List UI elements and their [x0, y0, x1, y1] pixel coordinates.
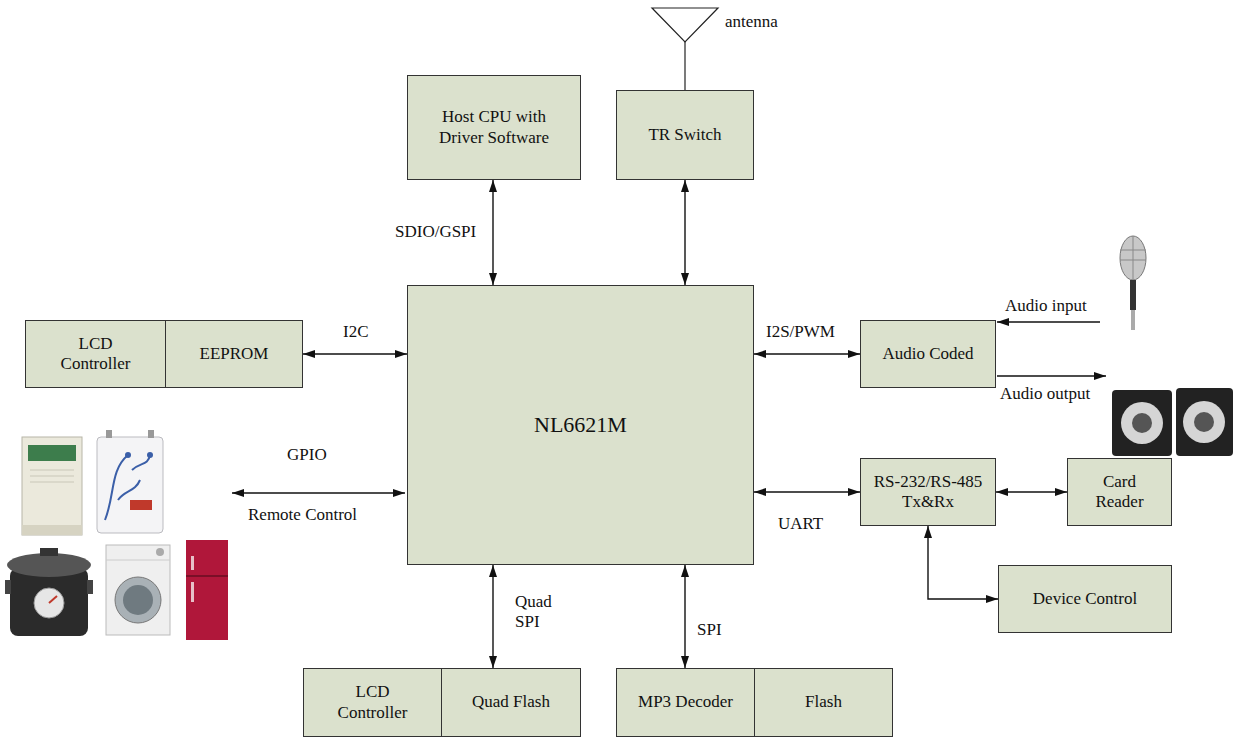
component-box: LCD Controller: [25, 320, 166, 388]
bus-connector: [928, 526, 998, 599]
refrigerator-picture: [186, 540, 228, 640]
component-box: EEPROM: [165, 320, 303, 388]
component-box: Flash: [754, 668, 893, 737]
box-label: Device Control: [1033, 589, 1137, 609]
signal-name: I2C: [343, 322, 369, 342]
signal-name: Quad SPI: [515, 592, 555, 633]
component-box: TR Switch: [616, 90, 754, 180]
box-label: Flash: [805, 692, 842, 712]
box-label: LCD Controller: [328, 682, 418, 723]
component-box: NL6621M: [407, 285, 754, 565]
bus-connector: [492, 180, 493, 285]
bus-connector: [996, 491, 1067, 492]
signal-name: I2S/PWM: [766, 322, 835, 342]
annotation-label: Remote Control: [248, 505, 357, 525]
antenna-symbol: [652, 8, 718, 90]
water-heater-picture: [97, 430, 163, 533]
signal-name: UART: [778, 514, 823, 534]
bus-connector: [754, 491, 860, 492]
bus-connector: [754, 353, 860, 354]
component-box: MP3 Decoder: [616, 668, 755, 737]
signal-name: SDIO/GSPI: [395, 222, 476, 242]
box-label: LCD Controller: [51, 334, 141, 375]
speakers-picture: [1112, 388, 1233, 456]
microphone-picture: [1120, 236, 1146, 330]
bus-connector: [303, 353, 407, 354]
box-label: RS-232/RS-485 Tx&Rx: [872, 472, 984, 513]
box-label: Card Reader: [1085, 472, 1155, 513]
component-box: Audio Coded: [860, 320, 996, 388]
bus-connector: [492, 565, 493, 668]
box-label: MP3 Decoder: [638, 692, 733, 712]
audio-input-arrow: [997, 321, 1100, 322]
component-box: LCD Controller: [303, 668, 442, 737]
box-label: EEPROM: [200, 344, 269, 364]
component-box: Quad Flash: [441, 668, 581, 737]
box-label: TR Switch: [648, 125, 721, 145]
annotation-label: Audio input: [1005, 296, 1087, 316]
annotation-label: antenna: [725, 12, 778, 32]
box-label: NL6621M: [534, 412, 627, 438]
box-label: Audio Coded: [882, 344, 973, 364]
bus-connector: [684, 565, 685, 668]
annotation-label: GPIO: [287, 445, 327, 465]
component-box: Host CPU with Driver Software: [407, 75, 581, 180]
component-box: RS-232/RS-485 Tx&Rx: [860, 458, 996, 526]
component-box: Card Reader: [1067, 458, 1172, 526]
gpio-arrow: [232, 492, 405, 493]
component-box: Device Control: [998, 565, 1172, 633]
pressure-cooker-picture: [5, 548, 93, 636]
signal-name: SPI: [697, 620, 722, 640]
audio-output-arrow: [997, 375, 1106, 376]
washing-machine-picture: [106, 545, 170, 635]
annotation-label: Audio output: [1000, 384, 1090, 404]
air-conditioner-picture: [22, 437, 82, 535]
box-label: Quad Flash: [472, 692, 550, 712]
box-label: Host CPU with Driver Software: [419, 107, 569, 148]
bus-connector: [684, 180, 685, 285]
